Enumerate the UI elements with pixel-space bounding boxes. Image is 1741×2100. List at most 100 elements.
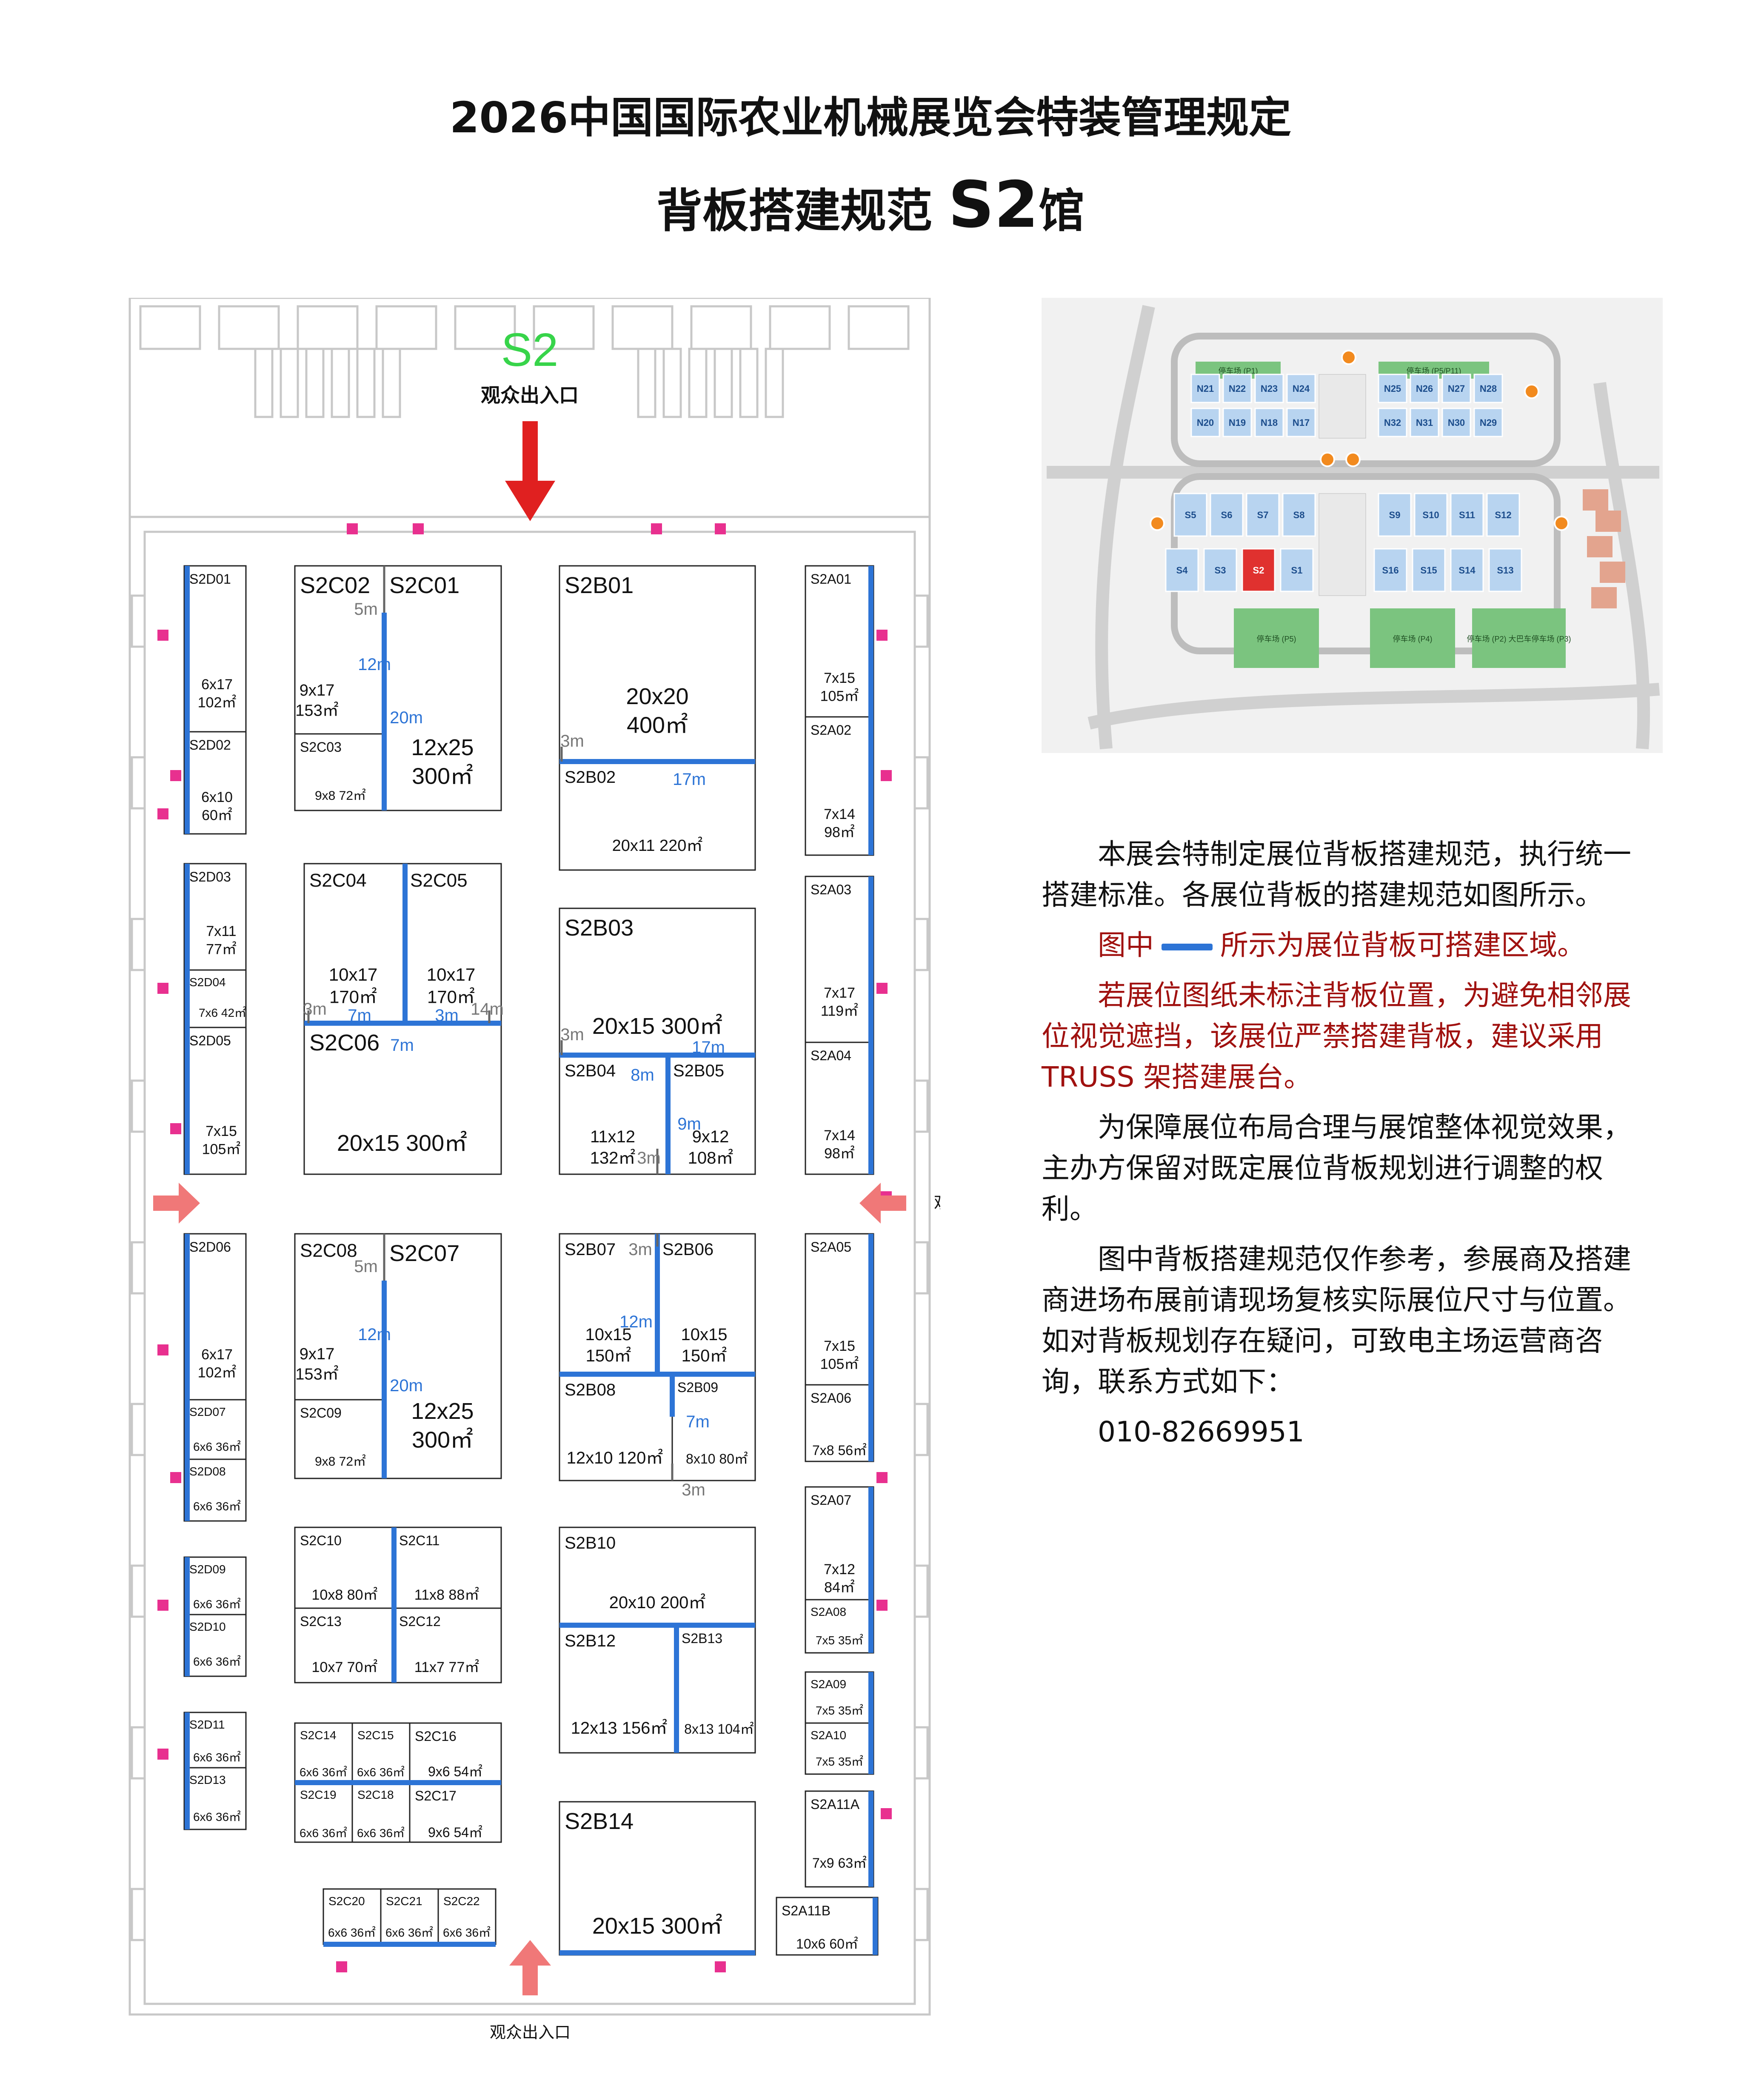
booth-id: S2C08 <box>300 1240 357 1261</box>
map-pin <box>1554 516 1569 531</box>
annex-room <box>218 305 280 350</box>
parking-lot <box>1370 608 1455 668</box>
booth-size-area: 11x8 88㎡ <box>414 1587 479 1603</box>
booth-outline <box>805 1384 874 1462</box>
booth-size-area: 20x10 200㎡ <box>609 1593 706 1612</box>
hall-walls <box>128 298 931 2016</box>
subtitle-prefix: 背板搭建规范 <box>656 185 932 238</box>
booth-area: 102㎡ <box>198 1365 237 1381</box>
door-marker <box>157 1344 168 1355</box>
booth-outline <box>294 1399 385 1479</box>
annex-room <box>769 305 831 350</box>
column <box>131 918 146 971</box>
booth-area: 105㎡ <box>820 688 859 705</box>
door-marker <box>157 630 168 641</box>
column <box>913 1079 929 1133</box>
booth-id: S2B01 <box>565 573 634 598</box>
column <box>131 1564 146 1618</box>
booth-size: 7x14 <box>824 1127 855 1144</box>
building <box>1583 489 1608 511</box>
hall-block-label: N27 <box>1448 383 1465 394</box>
booth-outline <box>183 1556 247 1615</box>
parking-label: 停车场 (P1) <box>1218 367 1258 375</box>
hall-block <box>1373 548 1407 592</box>
booth-id: S2A08 <box>811 1605 846 1618</box>
stair <box>662 348 682 418</box>
booth-outline <box>805 876 874 1043</box>
booth-id: S2C14 <box>300 1729 337 1742</box>
column <box>131 1079 146 1133</box>
hall-block-label: S2 <box>1253 565 1264 576</box>
door-marker <box>157 1749 168 1760</box>
hall-label: S2 <box>501 324 559 376</box>
parking-label: 停车场 (P5/P11) <box>1407 367 1461 375</box>
booth-outline <box>183 1027 247 1175</box>
hall-block <box>1173 493 1207 537</box>
dimension-label: 5m <box>354 600 378 619</box>
booth-area: 60㎡ <box>202 807 232 824</box>
booth-id: S2C22 <box>443 1895 480 1908</box>
hall-block <box>1246 493 1280 537</box>
hall-block <box>1410 374 1439 403</box>
booth-size-area: 8x10 80㎡ <box>686 1451 748 1467</box>
booth-size: 20x20 <box>626 684 688 709</box>
door-marker <box>157 983 168 994</box>
dimension-label: 9m <box>677 1115 701 1133</box>
booth-area: 98㎡ <box>824 1146 855 1162</box>
hall-block-label: N26 <box>1416 383 1433 394</box>
booth-area: 119㎡ <box>821 1003 858 1019</box>
column <box>913 918 929 971</box>
booth-size-area: 10x6 60㎡ <box>796 1936 858 1952</box>
booth-area: 170㎡ <box>329 987 377 1007</box>
hall-block <box>1410 408 1439 437</box>
hall-block-label: S12 <box>1495 510 1511 520</box>
hall-block <box>1450 493 1484 537</box>
hall-block <box>1412 548 1446 592</box>
booth-outline <box>294 1526 395 1609</box>
booth-area: 77㎡ <box>206 942 237 958</box>
hall-block-label: S9 <box>1389 510 1401 520</box>
booth-outline <box>805 1486 874 1601</box>
dimension-label: 20m <box>390 1376 423 1395</box>
booth-id: S2C03 <box>300 739 342 755</box>
dimension-label: 17m <box>692 1038 725 1057</box>
hall-block <box>1286 408 1316 437</box>
booth-size-area: 12x13 156㎡ <box>571 1719 668 1738</box>
column <box>913 1241 929 1295</box>
dimension-label: 3m <box>560 732 584 750</box>
booth-area: 105㎡ <box>202 1141 241 1158</box>
booth-size-area: 20x15 300㎡ <box>337 1130 467 1156</box>
hall-block-label: S13 <box>1497 565 1513 576</box>
booth-id: S2C01 <box>389 573 460 598</box>
booth-size-area: 10x8 80㎡ <box>312 1587 378 1603</box>
booth-id: S2D10 <box>189 1620 226 1633</box>
booth-size: 7x12 <box>824 1561 855 1578</box>
booth-id: S2C15 <box>357 1729 394 1742</box>
dimension-label: 3m <box>682 1481 705 1499</box>
hall-block-label: N18 <box>1261 417 1278 428</box>
hall-block-label: N28 <box>1480 383 1497 394</box>
hall-block-label: N29 <box>1480 417 1497 428</box>
hall-block-label: S8 <box>1293 510 1305 520</box>
booth-outline <box>294 565 385 735</box>
booth-id: S2D13 <box>189 1773 226 1786</box>
booth-id: S2D03 <box>189 869 231 885</box>
booth-outline <box>351 1722 411 1783</box>
hall-block <box>1222 408 1252 437</box>
